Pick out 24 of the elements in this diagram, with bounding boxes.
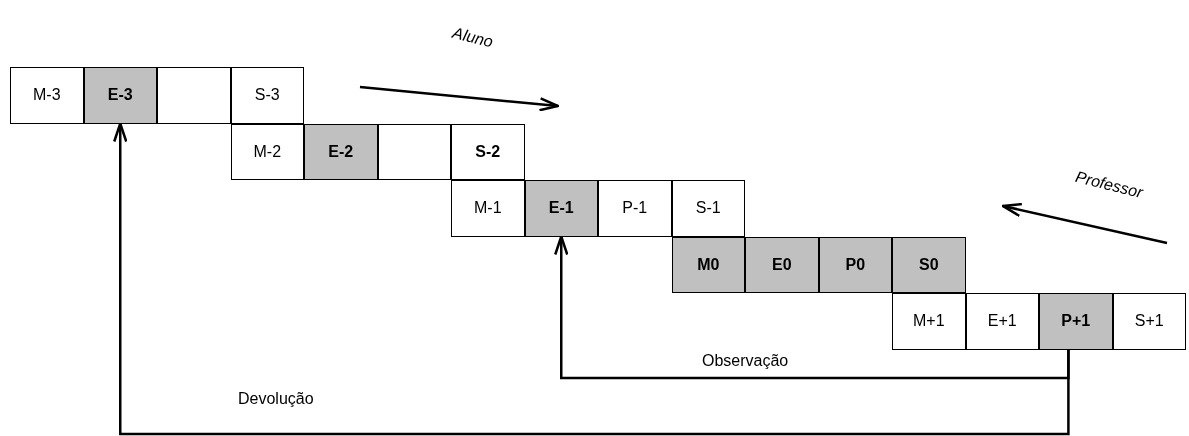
stage-cell: S-1	[671, 180, 745, 237]
arrow	[113, 122, 1070, 436]
stage-cell: S0	[892, 236, 966, 293]
stage-cell: M0	[671, 236, 745, 293]
stage-cell: M+1	[892, 293, 966, 350]
stage-cell: M-2	[230, 123, 304, 180]
stage-cell: E0	[745, 236, 819, 293]
edge-label: Observação	[700, 352, 791, 370]
stage-cell: P+1	[1039, 293, 1113, 350]
arrow	[554, 235, 1070, 380]
edge-label: Devolução	[236, 390, 316, 408]
direction-label: Professor	[1073, 168, 1145, 203]
stage-cell: E-3	[83, 67, 157, 124]
stage-cell: P0	[818, 236, 892, 293]
stage-cell: M-3	[10, 67, 84, 124]
direction-label: Aluno	[450, 24, 495, 52]
stage-cell: E-1	[524, 180, 598, 237]
stage-cell: S-3	[230, 67, 304, 124]
stage-cell: S-2	[451, 123, 525, 180]
stage-cell: E-2	[304, 123, 378, 180]
stage-cell: P-1	[598, 180, 672, 237]
stage-cell: S+1	[1112, 293, 1186, 350]
stage-cell: E+1	[965, 293, 1039, 350]
stage-cell: M-1	[451, 180, 525, 237]
